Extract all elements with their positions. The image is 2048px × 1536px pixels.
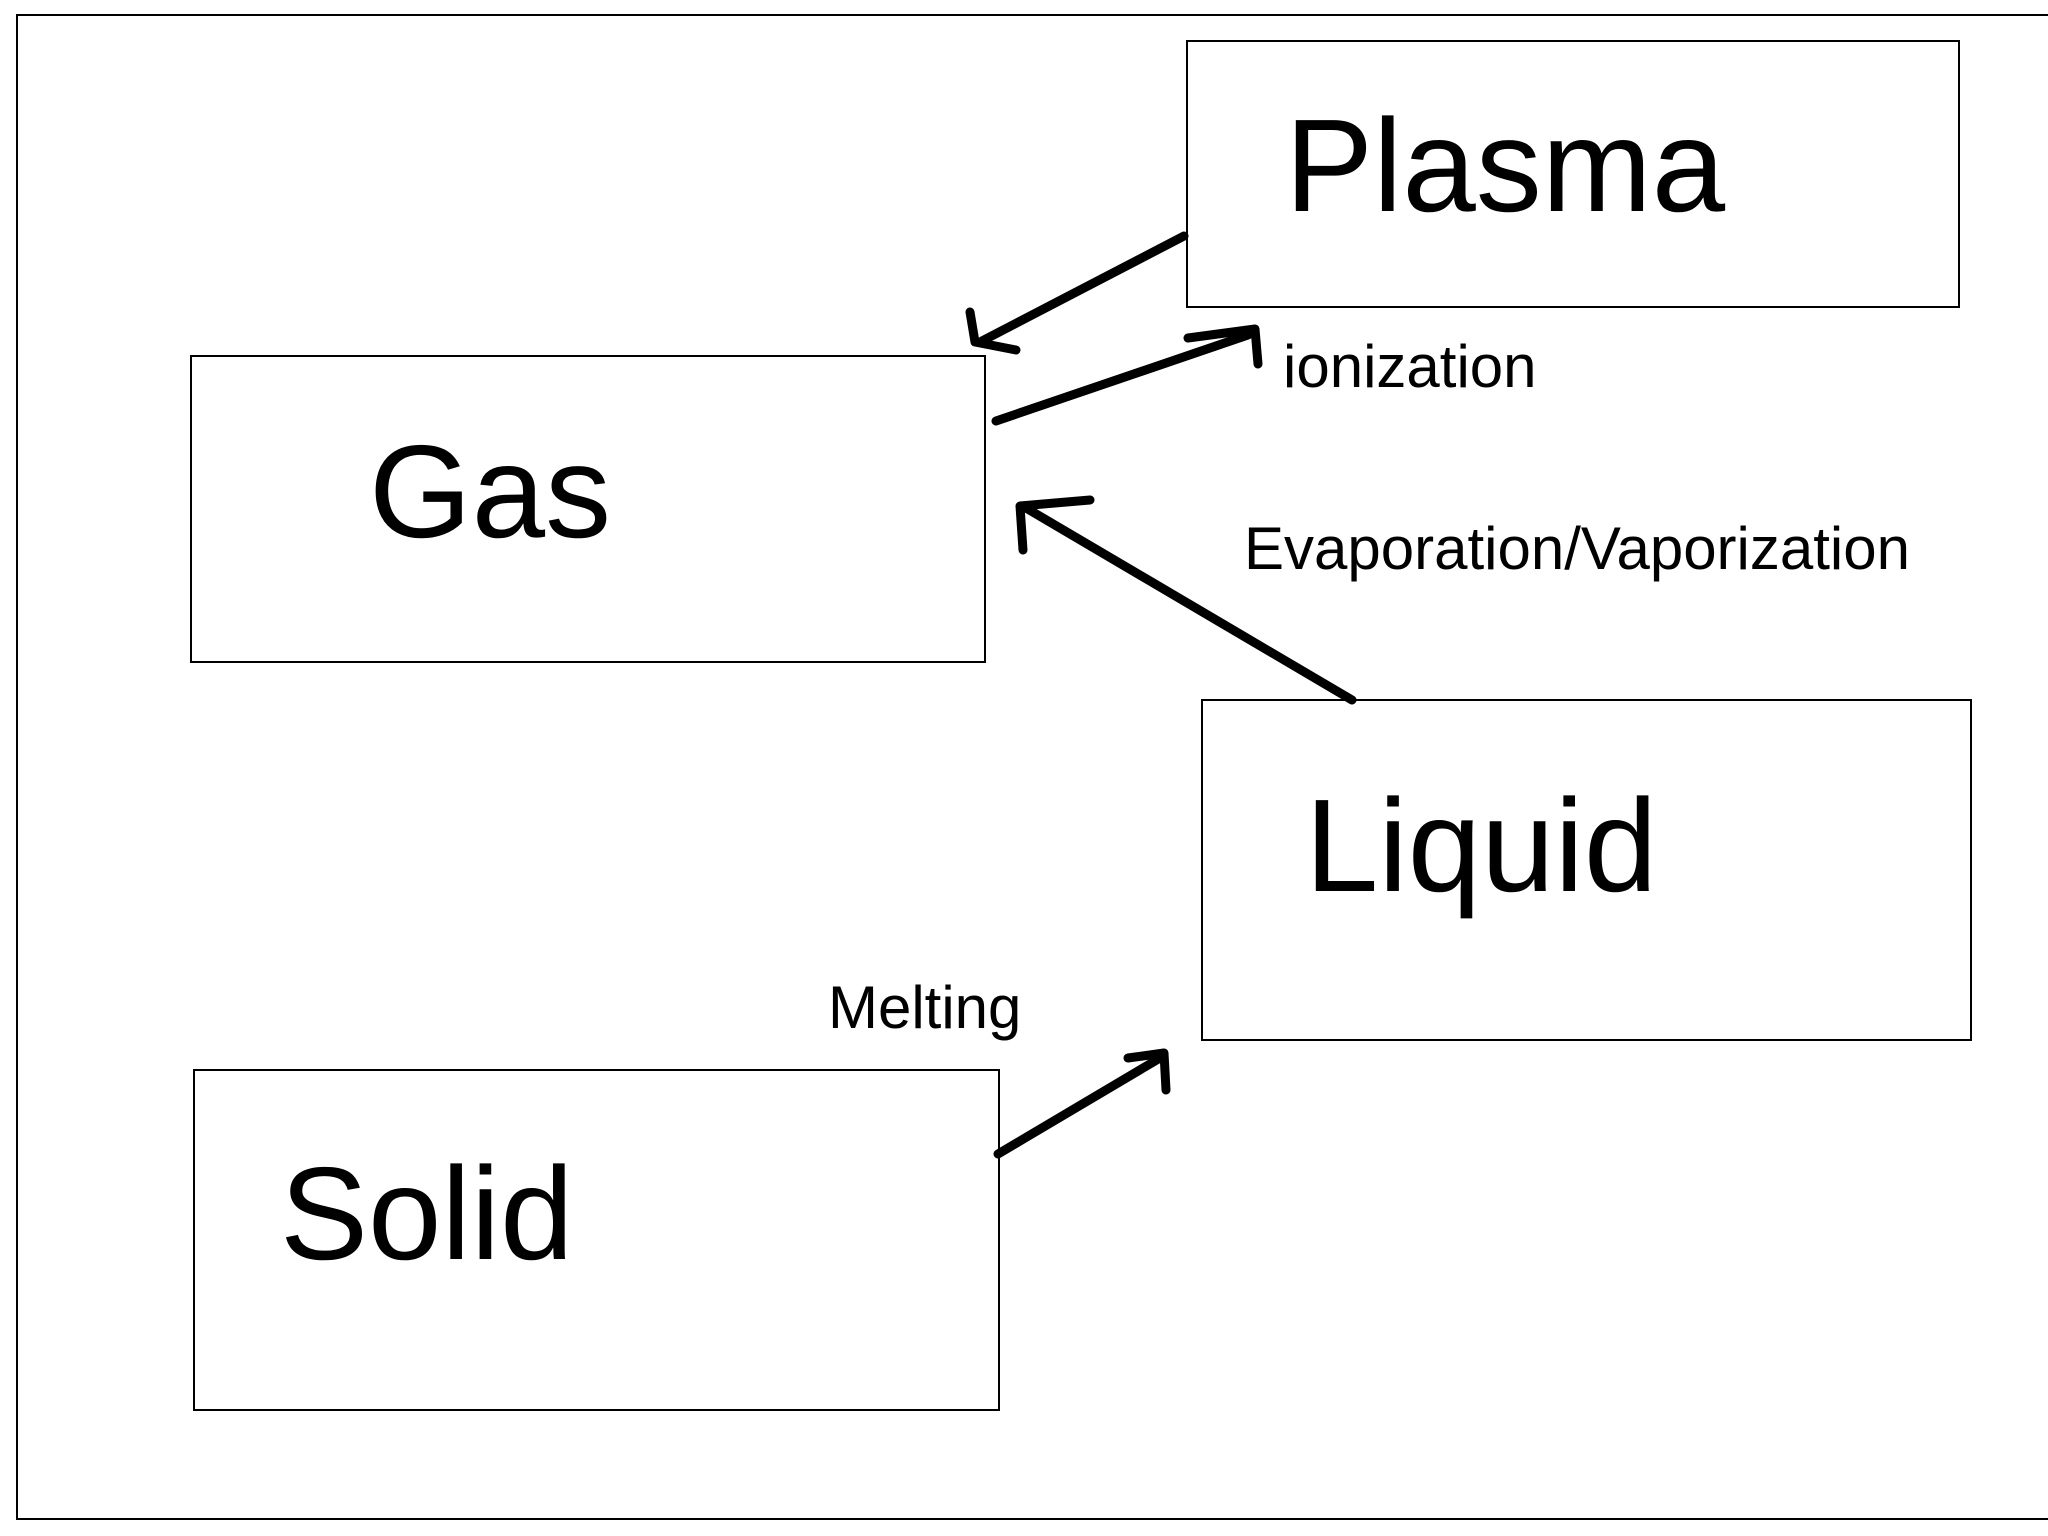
diagram-frame <box>16 14 2048 1520</box>
solid-box <box>193 1069 1000 1411</box>
gas-label: Gas <box>369 418 612 565</box>
ionization-label: ionization <box>1283 333 1537 400</box>
plasma-box <box>1186 40 1960 308</box>
liquid-label: Liquid <box>1305 772 1658 919</box>
plasma-label: Plasma <box>1285 92 1726 239</box>
gas-box <box>190 355 986 663</box>
evaporation-label: Evaporation/Vaporization <box>1244 515 1910 582</box>
melting-label: Melting <box>828 974 1022 1041</box>
solid-label: Solid <box>280 1140 574 1287</box>
liquid-box <box>1201 699 1972 1041</box>
